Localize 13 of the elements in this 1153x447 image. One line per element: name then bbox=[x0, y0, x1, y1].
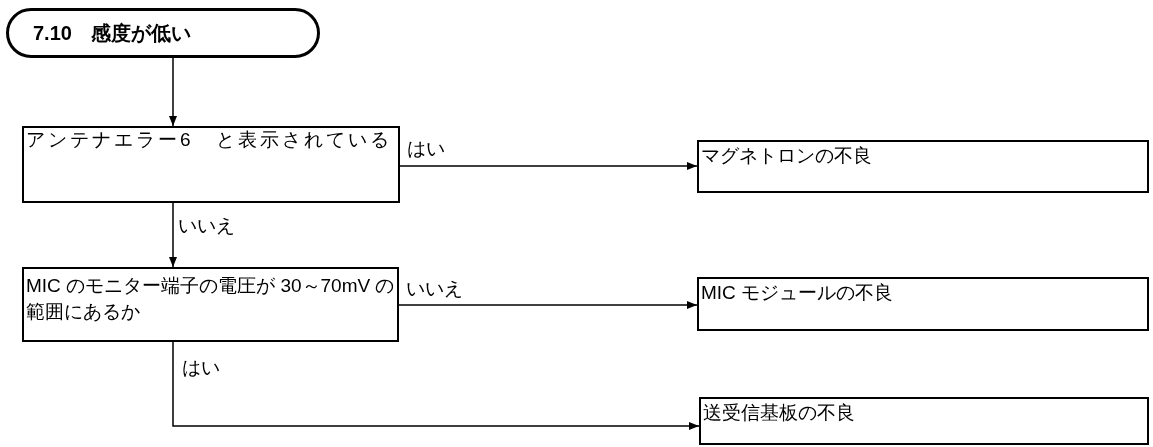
edge-label: いいえ bbox=[178, 214, 235, 238]
arrow bbox=[398, 301, 698, 309]
result-box: マグネトロンの不良 bbox=[697, 140, 1149, 193]
arrow bbox=[172, 341, 700, 430]
decision-box: アンテナエラー6 と表示されている bbox=[22, 126, 400, 203]
result-box: MIC モジュールの不良 bbox=[697, 277, 1149, 331]
edge-label: いいえ bbox=[406, 277, 463, 301]
result-box: 送受信基板の不良 bbox=[699, 397, 1149, 445]
arrow bbox=[169, 57, 177, 127]
decision-box: MIC のモニター端子の電圧が 30～70mV の範囲にあるか bbox=[22, 267, 399, 342]
title-terminal: 7.10 感度が低い bbox=[6, 8, 320, 58]
arrow bbox=[399, 162, 698, 170]
arrow bbox=[169, 202, 177, 268]
